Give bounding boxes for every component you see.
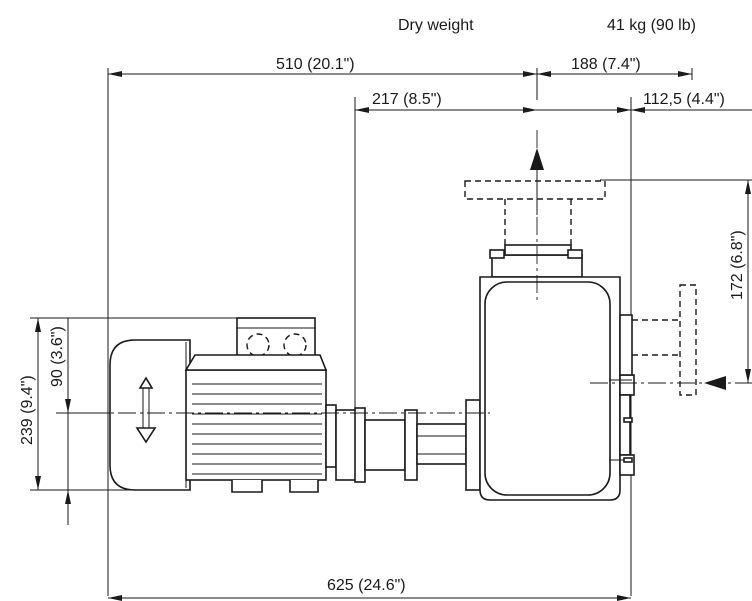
pump-casing [479,244,635,501]
motor-foot-left [231,480,263,493]
dimension-217-label: 217 (8.5") [372,91,442,108]
coupling-flange [404,409,418,481]
dimension-90-label: 90 (3.6") [49,326,66,387]
cable-entry-left [246,333,270,357]
dimension-625-label: 625 (24.6") [327,577,406,594]
bearing-bracket [354,399,481,491]
dimension-625: 625 (24.6") [108,577,631,601]
dimension-90: 90 (3.6") [49,318,120,525]
cooling-fins [192,383,322,475]
dimension-510-label: 510 (20.1") [276,56,355,73]
extension-lines [30,68,752,596]
dimension-217: 217 (8.5") [355,91,537,113]
outlet-flange-dashed [464,180,606,245]
dimension-112: 112,5 (4.4") [537,91,752,113]
dimension-510: 510 (20.1") 188 (7.4") [108,56,692,77]
cable-entry-right [283,333,307,357]
dry-weight-value: 41 kg (90 lb) [607,17,696,34]
motor-flange [325,404,337,468]
dry-weight-label: Dry weight [398,17,474,34]
rotation-arrow-icon [135,376,157,444]
inlet-flow-arrow-icon [704,376,726,390]
inlet-flange-dashed [632,284,697,396]
centerlines [60,130,752,414]
drain-plug-upper [619,374,635,396]
dimension-239: 239 (9.4") [19,318,41,490]
outlet-flow-arrow-icon [530,148,544,215]
dimension-172-label: 172 (6.8") [729,230,746,300]
dimension-188-label: 188 (7.4") [571,56,641,73]
motor [109,317,357,493]
dimension-112-label: 112,5 (4.4") [643,91,725,108]
pump-flange [465,399,481,491]
motor-foot-right [289,480,319,493]
dimension-239-label: 239 (9.4") [19,375,36,445]
dimension-172: 172 (6.8") [729,180,751,383]
inlet-stub [619,314,633,376]
